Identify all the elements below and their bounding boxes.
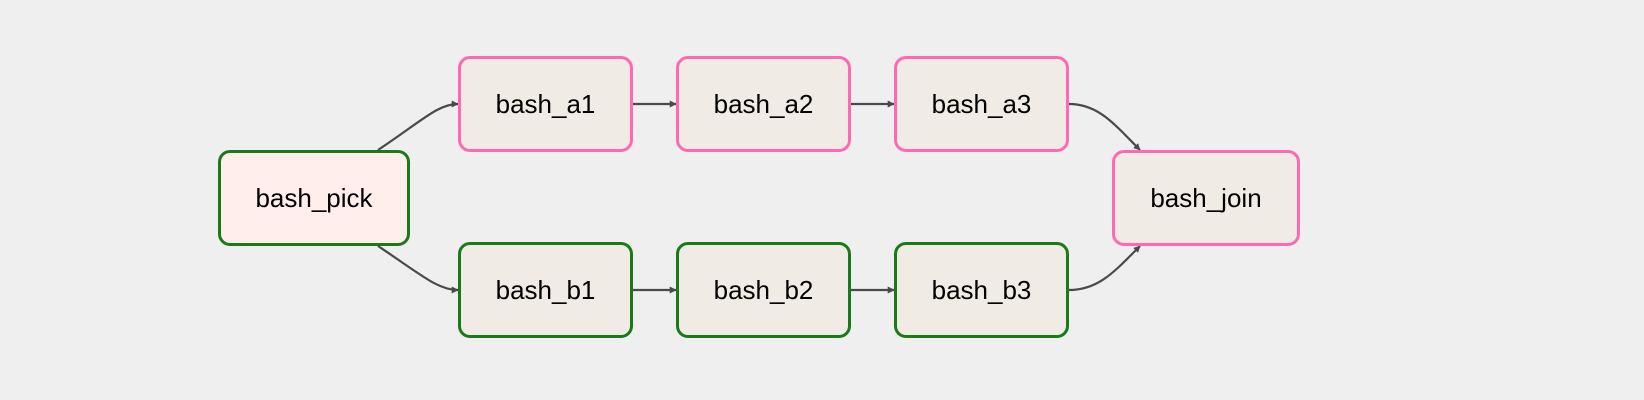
task-node-bash-a3[interactable]: bash_a3 — [894, 56, 1069, 152]
task-node-bash-join[interactable]: bash_join — [1112, 150, 1300, 246]
task-label: bash_join — [1150, 182, 1262, 213]
task-label: bash_a3 — [931, 88, 1032, 119]
task-node-bash-b1[interactable]: bash_b1 — [458, 242, 633, 338]
edge-bash-b3-to-bash-join — [1068, 245, 1141, 292]
task-node-bash-a2[interactable]: bash_a2 — [676, 56, 851, 152]
task-node-bash-a1[interactable]: bash_a1 — [458, 56, 633, 152]
task-label: bash_a2 — [713, 88, 814, 119]
task-label: bash_a1 — [495, 88, 596, 119]
task-label: bash_pick — [255, 182, 373, 213]
task-node-bash-b2[interactable]: bash_b2 — [676, 242, 851, 338]
edge-bash-pick-to-bash-a1 — [377, 100, 459, 151]
task-node-bash-b3[interactable]: bash_b3 — [894, 242, 1069, 338]
task-node-bash-pick[interactable]: bash_pick — [218, 150, 410, 246]
task-label: bash_b1 — [495, 274, 596, 305]
edge-bash-pick-to-bash-b1 — [377, 245, 459, 294]
task-label: bash_b3 — [931, 274, 1032, 305]
edge-bash-a3-to-bash-join — [1068, 102, 1141, 151]
task-label: bash_b2 — [713, 274, 814, 305]
